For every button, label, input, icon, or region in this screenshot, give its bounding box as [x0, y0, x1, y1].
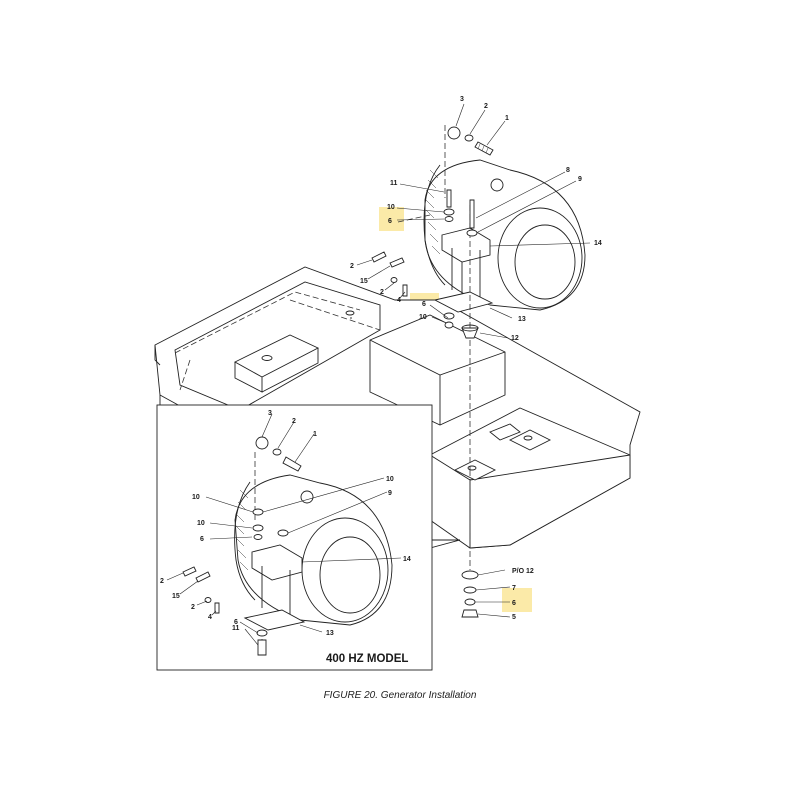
inset-callouts: 3 2 1 10 9 10 10 6 14 2 15 2 4 6 11 13 [160, 410, 411, 637]
callout-label: P/O 12 [512, 568, 534, 575]
main-callouts: 3 2 1 8 9 11 10 6 14 2 15 2 4 6 10 13 12 [350, 96, 602, 342]
callout-label: 15 [172, 593, 180, 600]
callout-label: 2 [292, 418, 296, 425]
callout-label: 3 [460, 96, 464, 103]
callout-label: 2 [191, 604, 195, 611]
callout-label: 13 [518, 316, 526, 323]
inset-title: 400 HZ MODEL [326, 653, 408, 665]
callout-label: 3 [268, 410, 272, 417]
inset-400hz: 400 HZ MODEL [156, 404, 433, 671]
leader-lines [166, 103, 591, 646]
mount-stack [461, 470, 479, 618]
callout-label: 6 [234, 619, 238, 626]
callout-label: 1 [313, 431, 317, 438]
callout-label: 9 [388, 490, 392, 497]
callout-label: 2 [160, 578, 164, 585]
callout-label: 2 [484, 103, 488, 110]
callout-label: 1 [505, 115, 509, 122]
callout-label: 10 [387, 204, 395, 211]
callout-label: 14 [403, 556, 411, 563]
callout-label: 6 [422, 301, 426, 308]
figure-caption: FIGURE 20. Generator Installation [323, 690, 477, 701]
callout-label: 9 [578, 176, 582, 183]
callout-label: 10 [386, 476, 394, 483]
callout-label: 12 [511, 335, 519, 342]
callout-label: 6 [388, 218, 392, 225]
callout-label: 4 [208, 614, 212, 621]
callout-label: 10 [197, 520, 205, 527]
callout-label: 4 [397, 297, 401, 304]
callout-label: 15 [360, 278, 368, 285]
generator-main [371, 125, 586, 470]
callout-label: 2 [380, 289, 384, 296]
callout-label: 11 [390, 180, 398, 187]
callout-label: 14 [594, 240, 602, 247]
callout-label: 7 [512, 585, 516, 592]
callout-label: 6 [512, 600, 516, 607]
callout-label: 10 [419, 314, 427, 321]
callout-label: 13 [326, 630, 334, 637]
callout-label: 8 [566, 167, 570, 174]
callout-label: 11 [232, 625, 240, 632]
stack-callouts: P/O 12 7 6 5 [512, 568, 534, 621]
callout-label: 5 [512, 614, 516, 621]
callout-label: 6 [200, 536, 204, 543]
highlight-box [379, 207, 404, 231]
highlight-box [502, 588, 532, 612]
callout-label: 2 [350, 263, 354, 270]
callout-label: 10 [192, 494, 200, 501]
